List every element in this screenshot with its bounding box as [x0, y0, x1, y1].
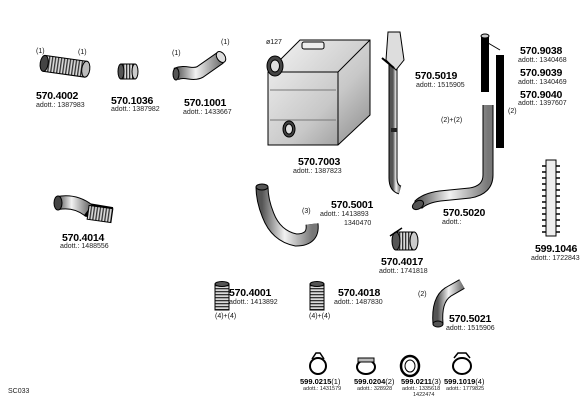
tail-pipe-drawing	[480, 33, 504, 148]
part-number: 570.4018	[338, 287, 381, 299]
qty-note: (4)+(4)	[215, 313, 237, 320]
part-number: 570.1001	[184, 97, 227, 109]
adott-number: adott.: 1413893	[320, 211, 369, 218]
s-pipe-570-5020-drawing	[411, 105, 494, 211]
adott-number: adott.: 1397607	[518, 100, 567, 107]
clamp-adott: adott.: 1431579	[303, 386, 342, 392]
bracket-599-1046-drawing	[542, 159, 560, 237]
part-number: 570.9038	[520, 45, 563, 57]
part-number: 570.4002	[36, 90, 79, 102]
part-number: 570.5001	[331, 199, 374, 211]
part-number: 570.1036	[111, 95, 154, 107]
adott-number: adott.:	[442, 219, 462, 226]
adott-number-extra: 1340470	[344, 220, 372, 227]
clamp-number: 599.1019(4)	[444, 377, 485, 386]
adott-number: adott.: 1487830	[334, 299, 383, 306]
adott-number: adott.: 1413892	[229, 299, 278, 306]
u-bend-570-5001-drawing	[255, 183, 319, 247]
part-number: 570.7003	[298, 156, 341, 168]
qty-note: (3)	[302, 208, 311, 215]
connector-570-1036-drawing	[117, 63, 139, 80]
adott-number: adott.: 1515905	[416, 82, 465, 89]
clamp-599-0211-drawing	[399, 354, 421, 378]
part-number: 599.1046	[535, 243, 578, 255]
part-number: 570.4014	[62, 232, 105, 244]
adott-number: adott.: 1387982	[111, 106, 160, 113]
clamp-adott-extra: 1422474	[413, 392, 435, 398]
adott-number: adott.: 1340469	[518, 79, 567, 86]
part-number: 570.9039	[520, 67, 563, 79]
adott-number: adott.: 1387823	[293, 168, 342, 175]
qty-note: (2)	[508, 108, 517, 115]
diagram-code: SC033	[8, 388, 30, 395]
vertical-pipe-570-5019-drawing	[381, 31, 405, 195]
pipe-570-5021-drawing	[432, 279, 465, 328]
part-number: 570.5021	[449, 313, 492, 325]
qty-note: (2)+(2)	[441, 117, 463, 124]
flex-570-4001-drawing	[214, 281, 230, 311]
part-number: 570.4001	[229, 287, 272, 299]
clamp-number: 599.0215(1)	[300, 377, 341, 386]
adott-number: adott.: 1722843	[531, 255, 580, 262]
part-number: 570.4017	[381, 256, 424, 268]
clamp-adott: adott.: 1335618	[402, 386, 441, 392]
flex-570-4018-drawing	[309, 281, 325, 311]
adott-number: adott.: 1515906	[446, 325, 495, 332]
adott-number: adott.: 1433667	[183, 109, 232, 116]
qty-note: (1)	[78, 49, 87, 56]
qty-note: (2)	[418, 291, 427, 298]
clamp-599-1019-drawing	[452, 352, 472, 375]
qty-note: (4)+(4)	[309, 313, 331, 320]
flex-pipe-570-4002-drawing	[39, 54, 91, 78]
elbow-570-4014-drawing	[53, 195, 114, 224]
part-number: 570.5019	[415, 70, 458, 82]
clamp-599-0215-drawing	[309, 352, 327, 375]
clamp-599-0204-drawing	[356, 357, 376, 375]
part-number: 570.5020	[443, 207, 486, 219]
silencer-570-7003-drawing	[266, 39, 371, 146]
adott-number: adott.: 1340468	[518, 57, 567, 64]
clamp-number: 599.0204(2)	[354, 377, 395, 386]
adott-number: adott.: 1387983	[36, 102, 85, 109]
qty-note: (1)	[36, 48, 45, 55]
adott-number: adott.: 1741818	[379, 268, 428, 275]
adott-number: adott.: 1488556	[60, 243, 109, 250]
bent-pipe-570-1001-drawing	[172, 51, 227, 81]
clamp-adott: adott.: 1779825	[446, 386, 485, 392]
clamp-number: 599.0211(3)	[401, 377, 442, 386]
clamp-adott: adott.: 328928	[357, 386, 393, 392]
clamp-570-4017-drawing	[389, 227, 419, 251]
diameter-note: ø127	[266, 39, 282, 46]
qty-note: (1)	[221, 39, 230, 46]
qty-note: (1)	[172, 50, 181, 57]
part-number: 570.9040	[520, 89, 563, 101]
